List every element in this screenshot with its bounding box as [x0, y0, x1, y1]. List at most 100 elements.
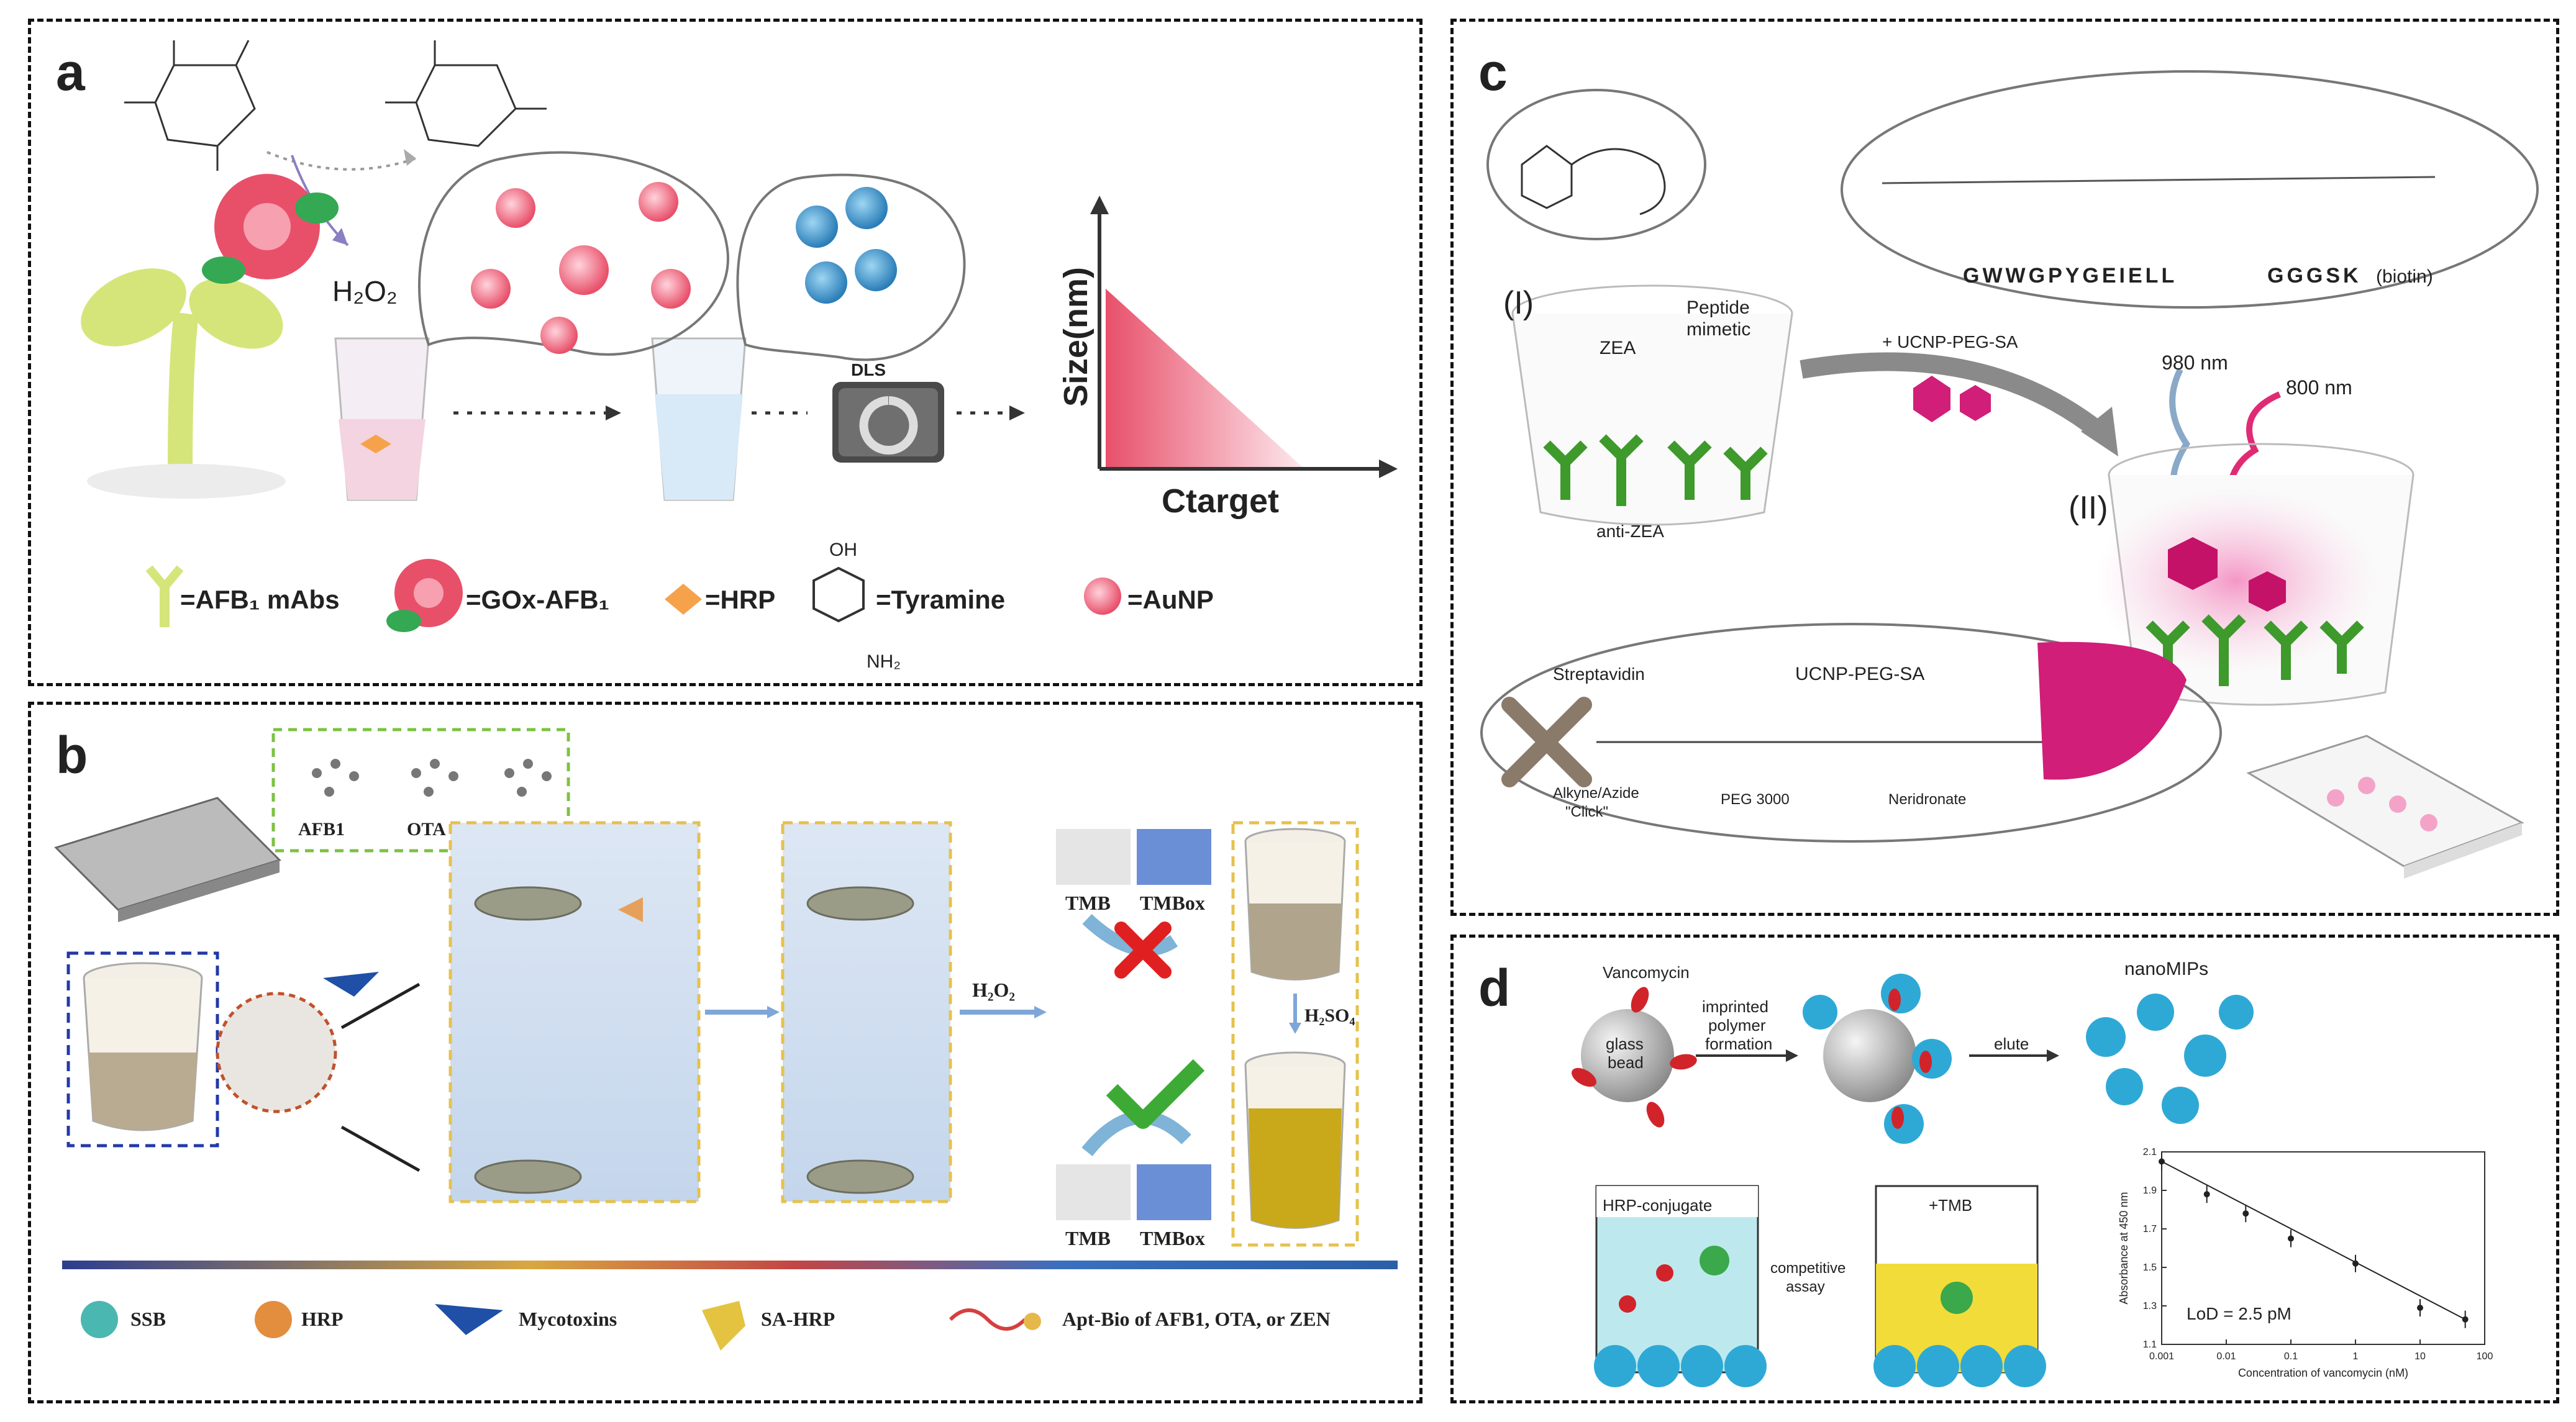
result-cup-colorless: [1244, 828, 1346, 980]
tmbox-top-label: TMBox: [1140, 892, 1205, 914]
data-point: [2159, 1158, 2165, 1165]
tmb-top-label: TMB: [1065, 892, 1111, 914]
data-point: [2417, 1305, 2423, 1311]
glass-bead-label-1: glass: [1606, 1035, 1644, 1053]
panel-b-legend: SSB HRP Mycotoxins SA-HRP Apt-Bio of AFB…: [81, 1301, 1331, 1351]
data-point: [2352, 1260, 2359, 1267]
h2o2-b-label: H₂O₂: [972, 979, 1015, 1001]
tyramine-oh: OH: [829, 540, 857, 560]
click-label-2: "Click": [1565, 804, 1608, 820]
data-point: [2462, 1316, 2469, 1323]
nm800-label: 800 nm: [2286, 376, 2352, 399]
ucnp-particle-1: [1913, 376, 1950, 422]
peptide-label-2: mimetic: [1686, 319, 1750, 340]
chart-y-axis-label: Absorbance at 450 nm: [2118, 1192, 2130, 1304]
y-tick-label: 1.9: [2143, 1185, 2157, 1196]
panel-d-letter: d: [1478, 959, 1510, 1017]
imprinted-label-3: formation: [1705, 1035, 1772, 1053]
step-1-label: (I): [1503, 285, 1534, 321]
nm980-label: 980 nm: [2162, 351, 2228, 374]
glucose-structure: [124, 40, 256, 171]
tmb-structure-top: [1056, 829, 1211, 885]
toxin-ota: OTA: [407, 819, 446, 840]
result-cup-yellow: [1244, 1051, 1346, 1229]
beaker-2: [651, 337, 747, 501]
zea-label: ZEA: [1600, 338, 1636, 358]
imprinted-bead-icon: [1823, 1009, 1916, 1102]
anti-zea-label: anti-ZEA: [1596, 522, 1664, 541]
fit-line: [2161, 1161, 2466, 1320]
panel-b: b AFB1 OTA ZEN H₂O₂ TMB TMBox: [28, 702, 1422, 1403]
y-tick-label: 1.3: [2143, 1301, 2157, 1311]
glass-bead-label-2: bead: [1608, 1053, 1644, 1072]
panel-a-legend: =AFB₁ mAbs =GOx-AFB₁ =HRP OH NH₂ =Tyrami…: [145, 540, 1214, 672]
size-concentration-plot: [1090, 196, 1398, 478]
legend-gox-afb1: =GOx-AFB₁: [466, 585, 609, 614]
dls-instrument-icon: [832, 382, 944, 463]
imprinted-label-1: imprinted: [1702, 997, 1768, 1016]
reaction-panel-1: [448, 821, 701, 1203]
elute-label: elute: [1994, 1035, 2029, 1053]
x-tick-label: 0.001: [2149, 1351, 2174, 1362]
y-tick-label: 1.1: [2143, 1339, 2157, 1350]
ucnp-surface: [2037, 641, 2187, 780]
zea-structure: [1521, 145, 1666, 215]
panel-a: a H₂O₂: [28, 19, 1422, 686]
competitive-label-2: assay: [1786, 1279, 1825, 1295]
x-tick-label: 0.01: [2216, 1351, 2236, 1362]
h2so4-label: H₂SO₄: [1304, 1005, 1355, 1026]
aunp-cluster: [471, 182, 691, 354]
y-tick-label: 1.7: [2143, 1224, 2157, 1234]
x-tick-label: 0.1: [2284, 1351, 2298, 1362]
ucnp-peg-sa-bubble: [1480, 623, 2222, 843]
panel-a-drawing: a H₂O₂: [56, 40, 1398, 672]
dispersed-bubble: [736, 173, 966, 361]
y-tick-label: 1.5: [2143, 1262, 2157, 1273]
result-panel: [1231, 821, 1359, 1247]
legend-afb1-mabs: =AFB₁ mAbs: [180, 585, 340, 614]
legend-hrp-b: HRP: [301, 1308, 344, 1330]
zea-structure-bubble: [1486, 89, 1706, 240]
vancomycin-molecules: [1572, 987, 1697, 1128]
panel-b-letter: b: [56, 726, 88, 784]
competitive-label-1: competitive: [1770, 1260, 1846, 1277]
sequence-red: GGGSK: [2267, 264, 2362, 288]
tmb-bottom-label: TMB: [1065, 1227, 1111, 1249]
beaker-1: [334, 337, 430, 501]
nanomips-icons: [2086, 994, 2254, 1124]
panel-d: d glass bead Vancomycin imprinted polyme…: [1450, 935, 2559, 1403]
x-tick-label: 10: [2414, 1351, 2426, 1362]
peptide-structure-bubble: [1841, 70, 2539, 309]
panel-c-drawing: c GWWGPYGEIELL GGGSK (biotin) (I) ZEA Pe…: [1478, 43, 2539, 879]
sequence-blue: (biotin): [2376, 266, 2433, 287]
peg-label: PEG 3000: [1721, 791, 1790, 808]
y-tick-label: 2.1: [2143, 1147, 2157, 1157]
toxin-afb1: AFB1: [298, 819, 345, 840]
well-icon: [83, 962, 203, 1131]
hrp-conjugate-label: HRP-conjugate: [1603, 1196, 1712, 1215]
reaction-panel-2: [781, 821, 952, 1203]
legend-sa-hrp: SA-HRP: [761, 1308, 835, 1330]
cup-2-antibodies: [2146, 614, 2364, 686]
ucnp-arrow-label: + UCNP-PEG-SA: [1882, 332, 2018, 351]
ctarget-axis-label: Ctarget: [1162, 482, 1279, 520]
data-point: [2242, 1210, 2249, 1217]
microplate-c-icon: [2246, 735, 2524, 879]
lod-annotation: LoD = 2.5 pM: [2187, 1304, 2292, 1323]
well-zoom-box: [66, 951, 219, 1148]
tmb-structure-bottom: [1056, 1164, 1211, 1220]
tyramine-nh2: NH₂: [867, 651, 901, 672]
plus-marker: [618, 897, 643, 922]
mycotoxin-triangle: [323, 972, 379, 997]
microplate-icon: [54, 797, 281, 922]
step-2-label: (II): [2069, 490, 2108, 526]
gradient-divider: [62, 1261, 1398, 1269]
vancomycin-label: Vancomycin: [1603, 963, 1690, 982]
panel-c: c GWWGPYGEIELL GGGSK (biotin) (I) ZEA Pe…: [1450, 19, 2559, 916]
nanomips-label: nanoMIPs: [2124, 959, 2208, 979]
data-point: [2203, 1191, 2210, 1198]
neridronate-label: Neridronate: [1888, 791, 1966, 808]
blue-particle-cluster: [796, 187, 897, 304]
peptide-label-1: Peptide: [1686, 297, 1750, 318]
